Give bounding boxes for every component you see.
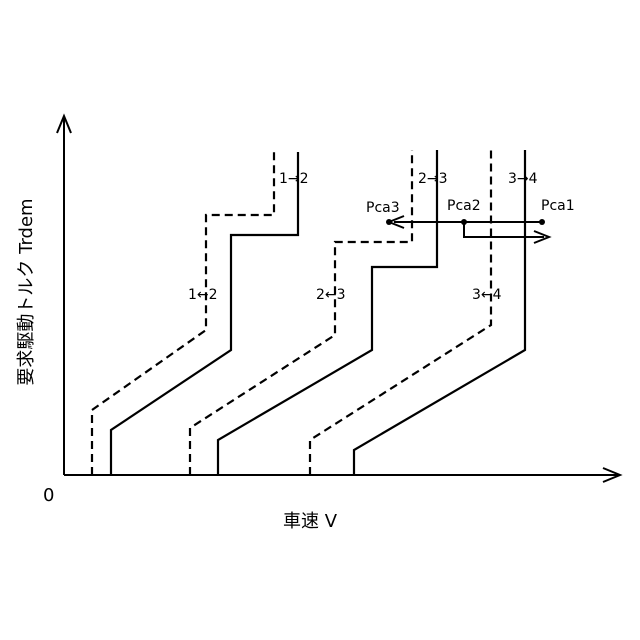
point-pca1 bbox=[539, 219, 545, 225]
origin-label: 0 bbox=[43, 485, 54, 506]
label-pca2: Pca2 bbox=[447, 198, 481, 214]
upshift-line-2-3 bbox=[218, 150, 437, 475]
upshift-line-1-2 bbox=[111, 152, 298, 475]
label-pca1: Pca1 bbox=[541, 198, 575, 214]
y-axis-label: 要求駆動トルク Trdem bbox=[16, 198, 37, 385]
downshift-line-1-2 bbox=[92, 152, 274, 475]
label-upshift-1-2: 1→2 bbox=[279, 171, 309, 187]
label-downshift-3-4: 3←4 bbox=[472, 287, 502, 303]
operating-points: Pca3 Pca2 Pca1 bbox=[366, 198, 575, 243]
label-upshift-3-4: 3→4 bbox=[508, 171, 538, 187]
point-pca3 bbox=[386, 219, 392, 225]
point-pca2 bbox=[461, 219, 467, 225]
label-upshift-2-3: 2→3 bbox=[418, 171, 448, 187]
label-downshift-2-3: 2←3 bbox=[316, 287, 346, 303]
upshift-line-3-4 bbox=[354, 150, 525, 475]
label-downshift-1-2: 1←2 bbox=[188, 287, 218, 303]
x-axis-label: 車速 V bbox=[283, 511, 338, 532]
label-pca3: Pca3 bbox=[366, 200, 400, 216]
downshift-line-2-3 bbox=[190, 150, 412, 475]
pca2-to-right-arrow-line bbox=[464, 222, 544, 237]
